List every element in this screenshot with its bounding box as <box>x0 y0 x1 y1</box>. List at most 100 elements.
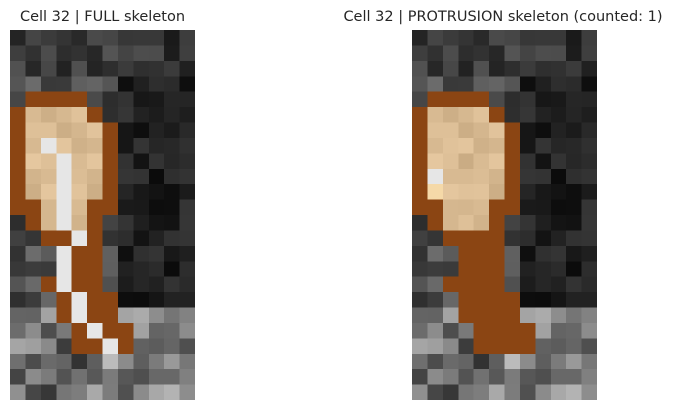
cell-outline-pixel <box>489 261 505 277</box>
background-pixel <box>412 245 428 262</box>
cell-fill-pixel <box>87 153 103 170</box>
skeleton-pixel <box>56 184 72 200</box>
cell-outline-pixel <box>87 107 103 123</box>
background-pixel <box>550 215 567 231</box>
cell-outline-pixel <box>489 215 505 231</box>
background-pixel <box>519 215 536 231</box>
background-pixel <box>550 153 567 170</box>
left-panel-title: Cell 32 | FULL skeleton <box>19 9 186 25</box>
background-pixel <box>535 261 552 277</box>
background-pixel <box>102 230 119 247</box>
background-pixel <box>179 215 195 231</box>
background-pixel <box>10 230 26 247</box>
cell-outline-pixel <box>473 322 490 339</box>
background-pixel <box>117 292 134 308</box>
cell-fill-pixel <box>427 122 444 139</box>
cell-outline-pixel <box>504 137 521 154</box>
background-pixel <box>164 230 180 247</box>
background-pixel <box>550 30 567 46</box>
background-pixel <box>164 261 180 277</box>
cell-fill-pixel <box>473 122 490 139</box>
background-pixel <box>504 230 521 247</box>
cell-outline-pixel <box>56 91 72 108</box>
background-pixel <box>581 292 597 308</box>
cell-outline-pixel <box>504 199 521 216</box>
background-pixel <box>102 30 119 46</box>
background-pixel <box>133 353 150 370</box>
background-pixel <box>412 292 428 308</box>
background-pixel <box>519 292 536 308</box>
background-pixel <box>148 230 165 247</box>
full-skeleton-image <box>10 30 195 400</box>
background-pixel <box>133 215 150 231</box>
background-pixel <box>10 245 26 262</box>
background-pixel <box>148 45 165 62</box>
background-pixel <box>25 261 42 277</box>
cell-outline-pixel <box>473 245 490 262</box>
background-pixel <box>102 107 119 123</box>
background-pixel <box>10 91 26 108</box>
cell-outline-pixel <box>473 307 490 324</box>
background-pixel <box>102 45 119 62</box>
background-pixel <box>489 91 505 108</box>
background-pixel <box>566 153 582 170</box>
background-pixel <box>102 369 119 385</box>
cell-outline-pixel <box>458 276 474 293</box>
cell-outline-pixel <box>489 292 505 308</box>
background-pixel <box>179 292 195 308</box>
background-pixel <box>40 353 57 370</box>
cell-outline-pixel <box>412 107 428 123</box>
background-pixel <box>71 30 88 46</box>
cell-fill-pixel <box>473 215 490 231</box>
background-pixel <box>133 369 150 385</box>
background-pixel <box>550 107 567 123</box>
background-pixel <box>566 91 582 108</box>
cell-outline-pixel <box>56 307 72 324</box>
background-pixel <box>535 384 552 400</box>
background-pixel <box>179 230 195 247</box>
background-pixel <box>179 199 195 216</box>
background-pixel <box>566 215 582 231</box>
background-pixel <box>87 353 103 370</box>
background-pixel <box>117 230 134 247</box>
background-pixel <box>117 168 134 185</box>
cell-outline-pixel <box>102 153 119 170</box>
background-pixel <box>10 322 26 339</box>
cell-outline-pixel <box>519 322 536 339</box>
background-pixel <box>179 107 195 123</box>
background-pixel <box>102 384 119 400</box>
background-pixel <box>581 215 597 231</box>
background-pixel <box>566 261 582 277</box>
background-pixel <box>148 30 165 46</box>
background-pixel <box>442 369 459 385</box>
background-pixel <box>581 369 597 385</box>
background-pixel <box>133 107 150 123</box>
background-pixel <box>566 137 582 154</box>
background-pixel <box>535 168 552 185</box>
background-pixel <box>179 353 195 370</box>
background-pixel <box>581 261 597 277</box>
background-pixel <box>10 261 26 277</box>
background-pixel <box>10 276 26 293</box>
background-pixel <box>442 261 459 277</box>
background-pixel <box>10 76 26 92</box>
background-pixel <box>489 384 505 400</box>
background-pixel <box>442 307 459 324</box>
background-pixel <box>164 76 180 92</box>
background-pixel <box>458 322 474 339</box>
background-pixel <box>581 199 597 216</box>
background-pixel <box>473 60 490 77</box>
background-pixel <box>504 30 521 46</box>
background-pixel <box>427 322 444 339</box>
cell-fill-pixel <box>458 168 474 185</box>
background-pixel <box>164 276 180 293</box>
background-pixel <box>550 230 567 247</box>
background-pixel <box>25 245 42 262</box>
background-pixel <box>519 184 536 200</box>
cell-fill-pixel <box>427 137 444 154</box>
background-pixel <box>581 307 597 324</box>
background-pixel <box>56 60 72 77</box>
cell-outline-pixel <box>473 292 490 308</box>
cell-fill-pixel <box>473 153 490 170</box>
background-pixel <box>133 338 150 355</box>
